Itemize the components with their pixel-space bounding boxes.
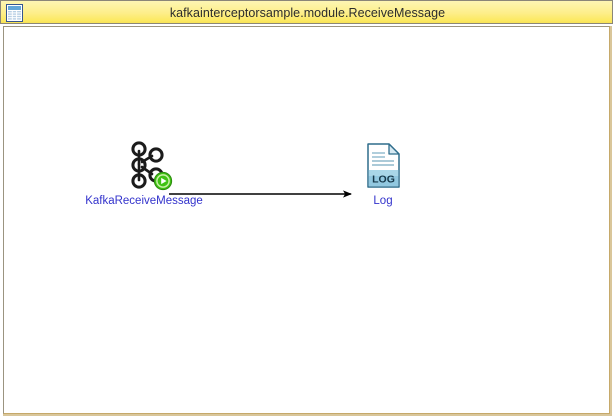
table-grid-icon [6,4,23,22]
node-label-kafka-receive-message: KafkaReceiveMessage [85,195,203,207]
green-play-badge [153,171,173,191]
log-document-text: LOG [372,174,395,186]
node-log[interactable]: LOG Log [333,141,433,207]
window-title: kafkainterceptorsample.module.ReceiveMes… [169,6,446,20]
kafka-icon[interactable] [80,141,208,193]
node-label-log: Log [373,195,393,207]
window-titlebar[interactable]: kafkainterceptorsample.module.ReceiveMes… [0,0,613,24]
log-document-icon[interactable]: LOG [333,141,433,193]
window-frame-shadow-bottom [3,414,612,416]
node-kafka-receive-message[interactable]: KafkaReceiveMessage [80,141,208,207]
window-frame-shadow-right [610,26,612,416]
diagram-canvas[interactable]: KafkaReceiveMessage [3,26,610,414]
